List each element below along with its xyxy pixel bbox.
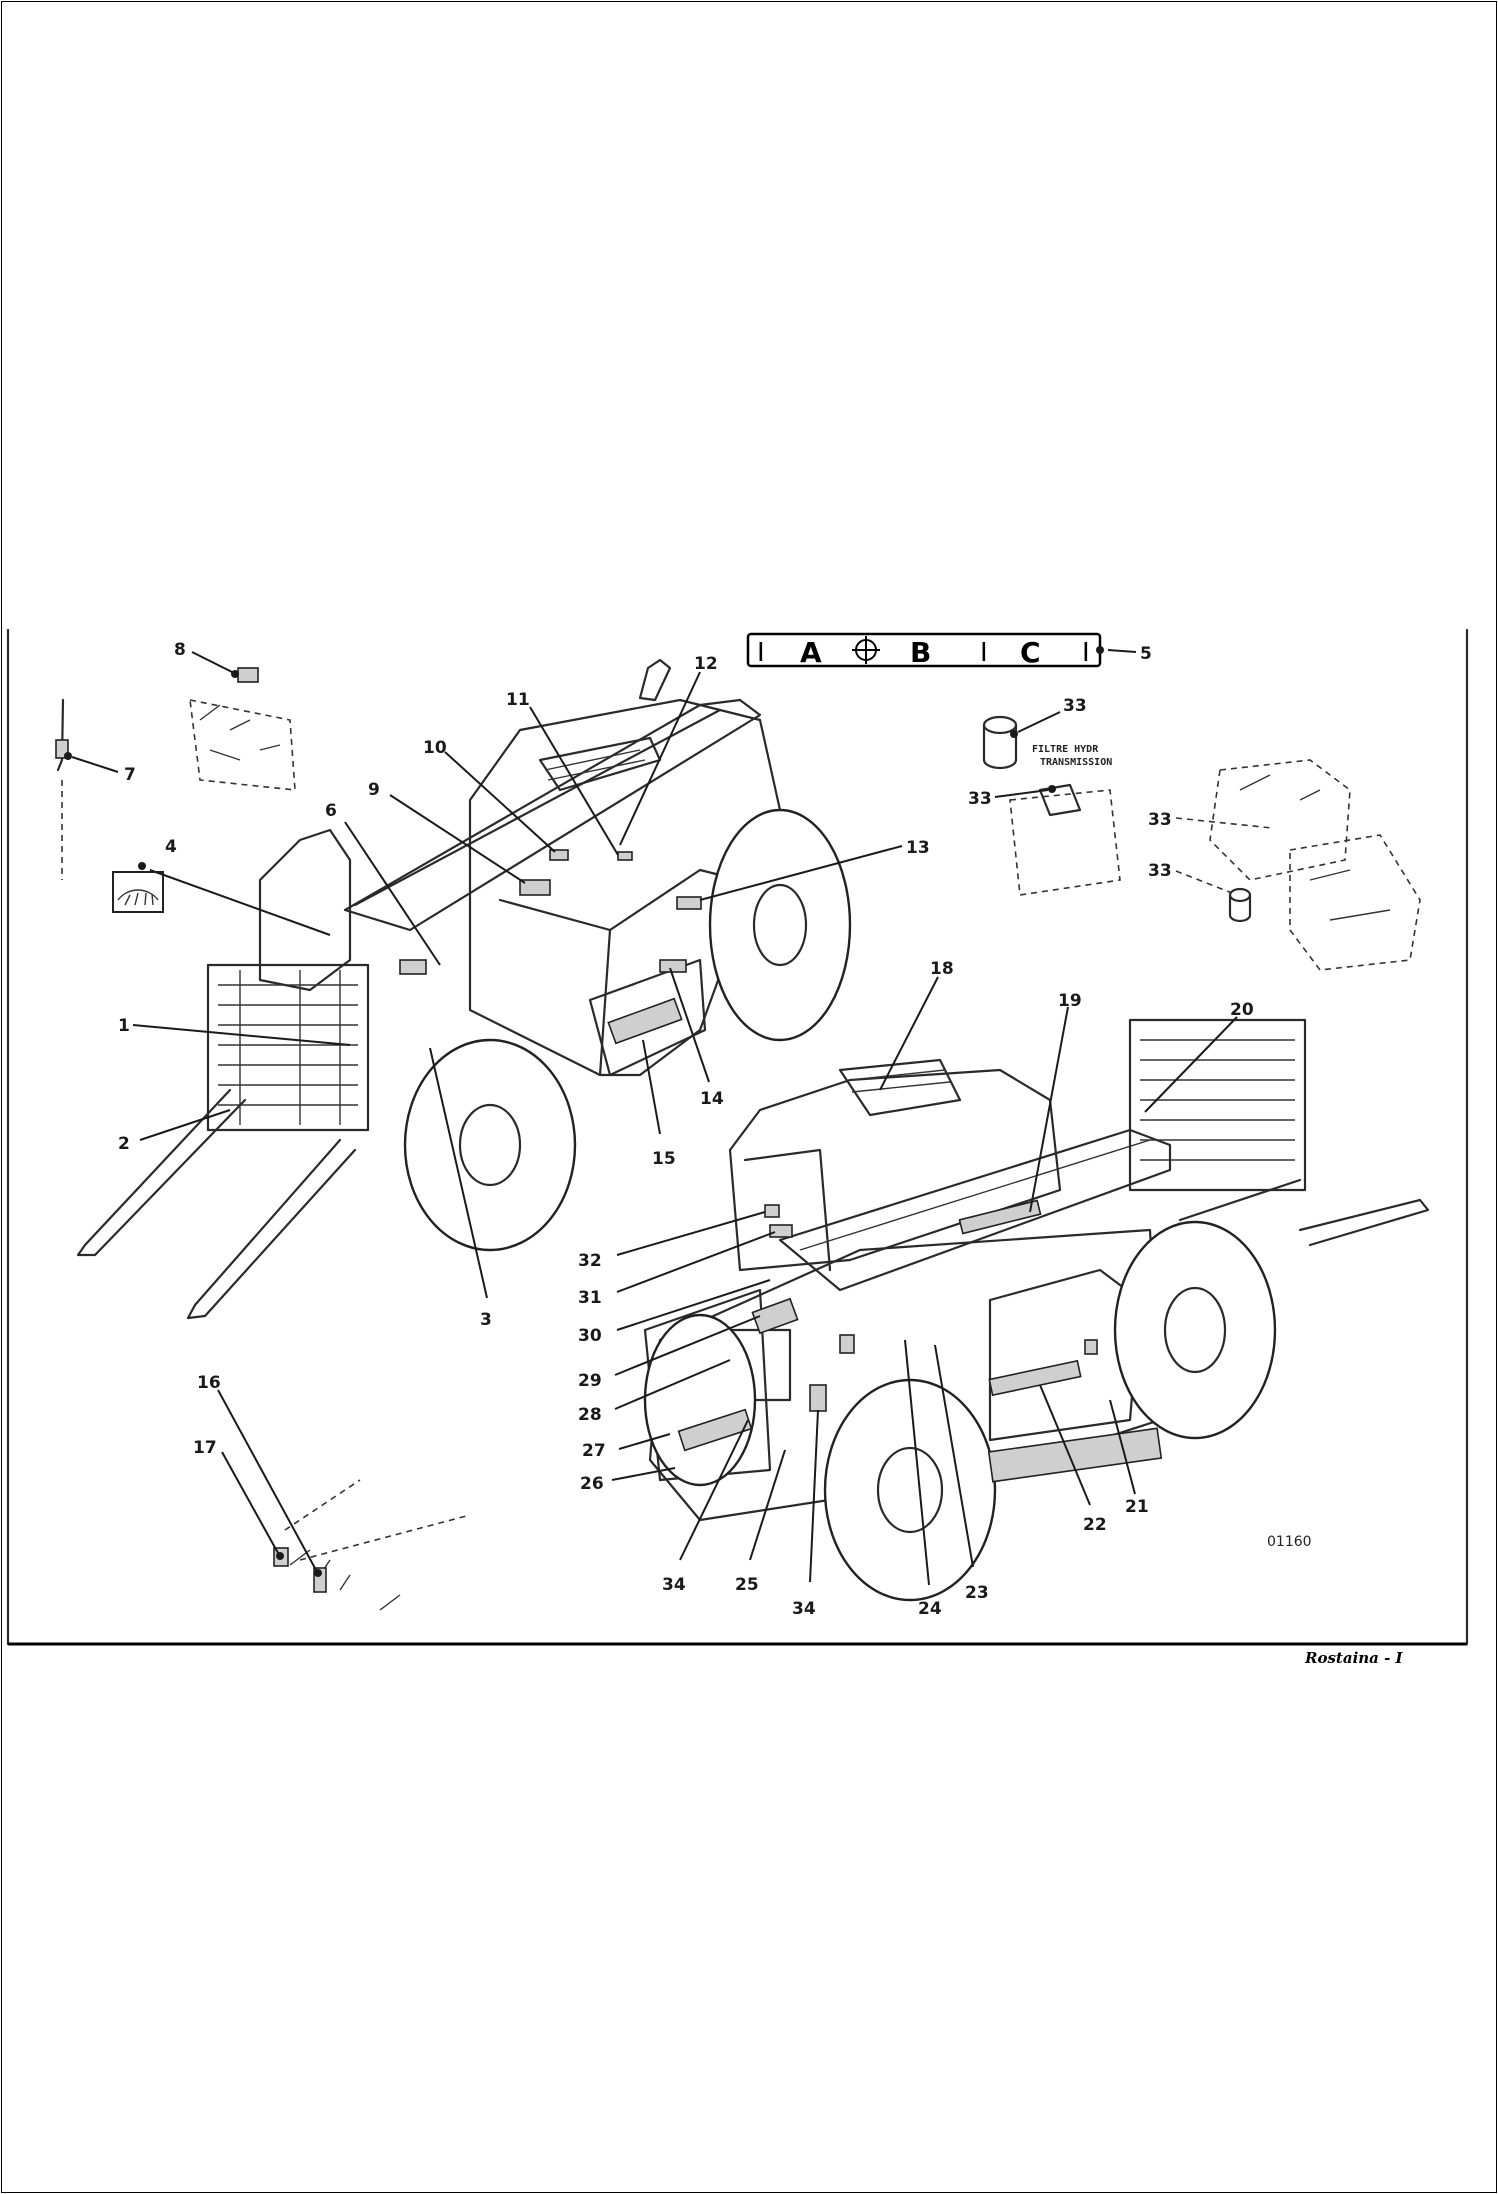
callout-15: 15 bbox=[652, 1149, 676, 1169]
callout-14: 14 bbox=[700, 1089, 724, 1109]
filter-label-line-2: TRANSMISSION bbox=[1040, 757, 1112, 768]
telehandler-front-view bbox=[643, 1018, 1430, 1602]
callout-6: 6 bbox=[325, 801, 337, 821]
callout-34-b: 34 bbox=[792, 1599, 816, 1619]
callout-26: 26 bbox=[580, 1474, 604, 1494]
abc-badge-decal: I A B I C I bbox=[746, 632, 1102, 669]
decal-10 bbox=[549, 849, 569, 861]
decal-20 bbox=[1084, 1339, 1098, 1355]
callout-29: 29 bbox=[578, 1371, 602, 1391]
callout-11: 11 bbox=[506, 690, 530, 710]
callout-24: 24 bbox=[918, 1599, 942, 1619]
inset-load-chart-4 bbox=[112, 871, 164, 913]
callout-34-a: 34 bbox=[662, 1575, 686, 1595]
decal-34b bbox=[839, 1334, 855, 1354]
decal-14 bbox=[659, 959, 687, 973]
decal-19 bbox=[958, 1199, 1042, 1235]
inset-engine-33-right bbox=[1209, 759, 1421, 971]
callout-22: 22 bbox=[1083, 1515, 1107, 1535]
decal-6 bbox=[399, 959, 427, 975]
callout-1: 1 bbox=[118, 1016, 130, 1036]
inset-filter-33-top: FILTRE HYDR TRANSMISSION bbox=[982, 715, 1121, 896]
callout-28: 28 bbox=[578, 1405, 602, 1425]
decal-31 bbox=[769, 1224, 793, 1238]
badge-separator-3: I bbox=[1082, 638, 1090, 668]
callout-31: 31 bbox=[578, 1288, 602, 1308]
badge-separator-2: I bbox=[980, 638, 988, 668]
inset-mirror-arm-7 bbox=[55, 698, 69, 880]
decal-15 bbox=[607, 997, 683, 1045]
callout-33-d: 33 bbox=[1148, 861, 1172, 881]
callout-13: 13 bbox=[906, 838, 930, 858]
callout-8: 8 bbox=[174, 640, 186, 660]
telehandler-rear-view bbox=[76, 658, 852, 1320]
callout-32: 32 bbox=[578, 1251, 602, 1271]
callout-23: 23 bbox=[965, 1583, 989, 1603]
badge-letter-b: B bbox=[910, 636, 931, 669]
callout-4: 4 bbox=[165, 837, 177, 857]
figure-frame bbox=[6, 628, 1469, 1646]
callout-33-c: 33 bbox=[1148, 810, 1172, 830]
decal-26 bbox=[677, 1408, 753, 1452]
decal-22 bbox=[988, 1359, 1082, 1397]
badge-letter-c: C bbox=[1020, 636, 1041, 669]
badge-letter-a: A bbox=[800, 636, 822, 669]
callout-27: 27 bbox=[582, 1441, 606, 1461]
callout-18: 18 bbox=[930, 959, 954, 979]
callout-17: 17 bbox=[193, 1438, 217, 1458]
callout-16: 16 bbox=[197, 1373, 221, 1393]
callout-33-a: 33 bbox=[1063, 696, 1087, 716]
badge-separator-1: I bbox=[757, 638, 765, 668]
decal-29 bbox=[751, 1297, 799, 1335]
callout-9: 9 bbox=[368, 780, 380, 800]
callout-20: 20 bbox=[1230, 1000, 1254, 1020]
callouts: 1 2 3 4 5 6 7 8 9 10 11 12 bbox=[64, 640, 1273, 1619]
decal-11 bbox=[617, 851, 633, 861]
callout-2: 2 bbox=[118, 1134, 130, 1154]
callout-5: 5 bbox=[1140, 644, 1152, 664]
inset-valve-block-8 bbox=[189, 667, 296, 791]
decal-21 bbox=[987, 1427, 1163, 1483]
decal-32 bbox=[764, 1204, 780, 1218]
callout-10: 10 bbox=[423, 738, 447, 758]
callout-30: 30 bbox=[578, 1326, 602, 1346]
callout-21: 21 bbox=[1125, 1497, 1149, 1517]
drawing-number: 01160 bbox=[1267, 1534, 1312, 1550]
crosshair-icon bbox=[852, 636, 880, 664]
page-reference: Rostaina - I bbox=[1304, 1649, 1404, 1667]
decal-34a bbox=[809, 1384, 827, 1412]
callout-33-b: 33 bbox=[968, 789, 992, 809]
filter-label-line-1: FILTRE HYDR bbox=[1032, 744, 1099, 755]
decal-9 bbox=[519, 879, 551, 896]
callout-3: 3 bbox=[480, 1310, 492, 1330]
callout-19: 19 bbox=[1058, 991, 1082, 1011]
callout-7: 7 bbox=[124, 765, 136, 785]
callout-25: 25 bbox=[735, 1575, 759, 1595]
decal-13 bbox=[676, 896, 702, 910]
callout-12: 12 bbox=[694, 654, 718, 674]
